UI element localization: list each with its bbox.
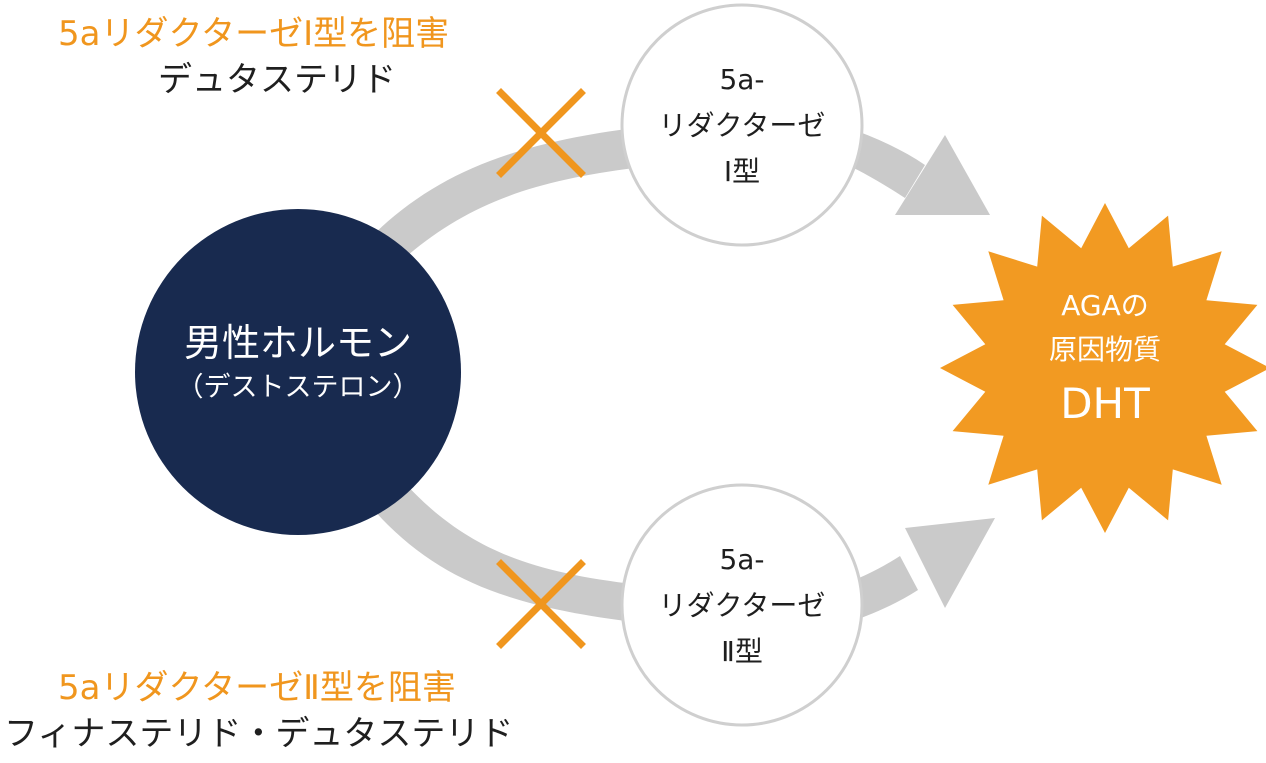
dht-burst [940, 203, 1266, 533]
type2-inhibitor-drug: フィナステリド・デュタステリド [4, 714, 514, 754]
dht-line2: 原因物質 [1048, 333, 1161, 366]
enzyme-type2-line3: Ⅱ型 [721, 635, 763, 668]
lower-pathway-arrow-band [372, 480, 700, 625]
lower-arrow-head [905, 518, 995, 608]
upper-pathway-arrow-band [372, 125, 700, 262]
enzyme-type2-line1: 5a- [719, 543, 765, 576]
hormone-name: 男性ホルモン [183, 321, 412, 365]
hormone-circle [135, 209, 461, 535]
type2-inhibitor-title: 5aリダクターゼⅡ型を阻害 [58, 668, 456, 708]
type1-inhibitor-drug: デュタステリド [158, 60, 396, 100]
upper-arrow-head [895, 135, 990, 215]
dht-label: AGAの 原因物質 DHT [1000, 284, 1210, 436]
type1-inhibitor-title: 5aリダクターゼⅠ型を阻害 [58, 14, 450, 54]
enzyme-type1-label: 5a- リダクターゼ Ⅰ型 [622, 57, 862, 195]
dht-line3: DHT [1060, 379, 1150, 428]
cross-icon [496, 88, 586, 178]
enzyme-type1-line2: リダクターゼ [658, 109, 826, 142]
enzyme-type1-circle [620, 3, 864, 247]
enzyme-type1-line3: Ⅰ型 [723, 155, 761, 188]
enzyme-type2-label: 5a- リダクターゼ Ⅱ型 [622, 537, 862, 675]
enzyme-type1-line1: 5a- [719, 63, 765, 96]
cross-icon [496, 559, 586, 649]
enzyme-type2-circle [620, 483, 864, 727]
enzyme-type2-line2: リダクターゼ [658, 589, 826, 622]
dht-line1: AGAの [1061, 289, 1149, 322]
hormone-subname: （デストステロン） [176, 372, 420, 403]
hormone-label: 男性ホルモン （デストステロン） [135, 318, 461, 408]
